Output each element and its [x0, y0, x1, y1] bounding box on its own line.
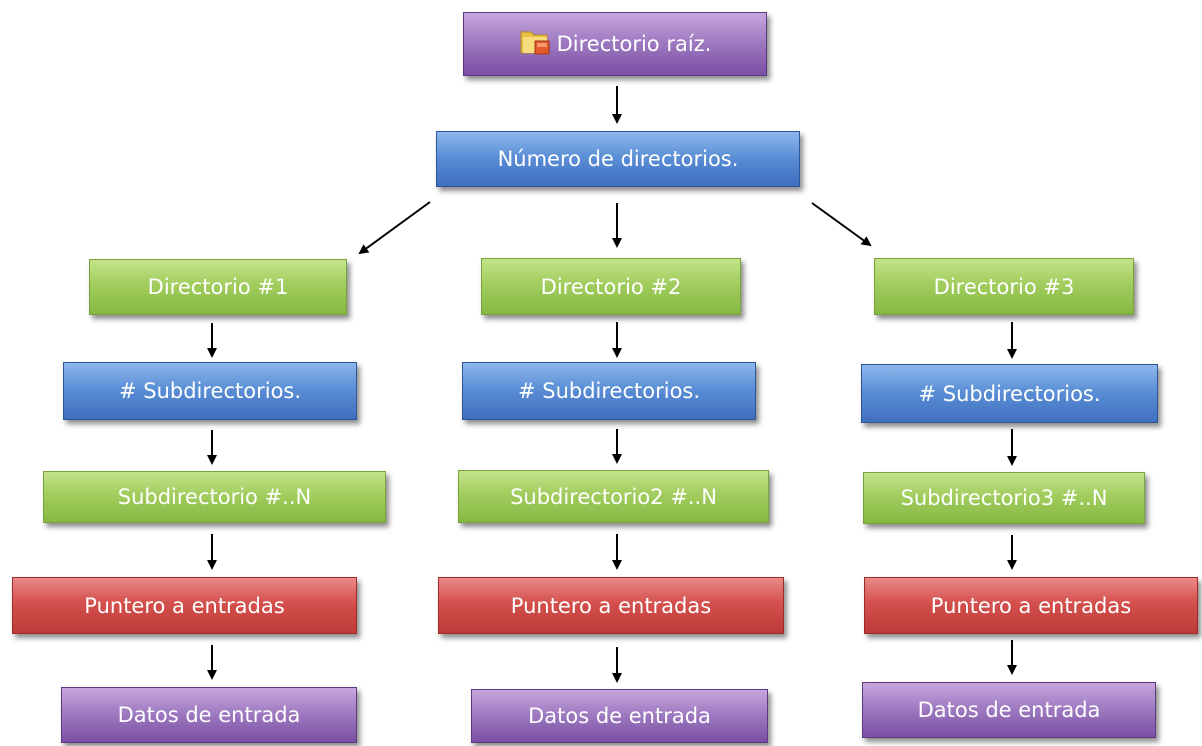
directory-label-1: Directorio #1 [147, 275, 289, 299]
subdir-count-box-1: # Subdirectorios. [63, 362, 357, 420]
directory-label-3: Directorio #3 [933, 274, 1075, 299]
directory-box-3: Directorio #3 [874, 258, 1134, 315]
data-label-3: Datos de entrada [917, 698, 1101, 722]
subdir-count-box-2: # Subdirectorios. [462, 362, 756, 420]
subdir-count-box-3: # Subdirectorios. [861, 364, 1158, 423]
pointer-box-3: Puntero a entradas [864, 577, 1198, 634]
data-box-1: Datos de entrada [61, 687, 357, 743]
directory-label-2: Directorio #2 [540, 274, 682, 299]
directory-count-label: Número de directorios. [497, 147, 739, 171]
subdirectory-label-3: Subdirectorio3 #..N [900, 486, 1108, 510]
root-directory-label: Directorio raíz. [556, 32, 712, 56]
arrow-count-to-dir-1 [358, 201, 431, 255]
folder-icon [519, 27, 553, 62]
subdir-count-label-2: # Subdirectorios. [517, 379, 701, 403]
root-directory-box: Directorio raíz. [463, 12, 767, 76]
directory-box-1: Directorio #1 [89, 259, 347, 315]
subdir-count-label-1: # Subdirectorios. [118, 379, 302, 403]
pointer-box-1: Puntero a entradas [12, 577, 357, 634]
data-box-2: Datos de entrada [471, 689, 768, 743]
directory-count-box: Número de directorios. [436, 131, 800, 187]
pointer-label-2: Puntero a entradas [510, 593, 712, 618]
pointer-label-3: Puntero a entradas [930, 593, 1132, 618]
subdirectory-box-2: Subdirectorio2 #..N [458, 470, 769, 523]
subdirectory-box-3: Subdirectorio3 #..N [863, 472, 1145, 524]
arrow-count-to-dir-3 [811, 202, 872, 247]
data-box-3: Datos de entrada [862, 682, 1156, 738]
subdirectory-box-1: Subdirectorio #..N [43, 471, 386, 523]
directory-box-2: Directorio #2 [481, 258, 741, 315]
pointer-label-1: Puntero a entradas [84, 593, 285, 618]
data-label-2: Datos de entrada [528, 704, 711, 728]
subdirectory-label-1: Subdirectorio #..N [117, 485, 312, 509]
pointer-box-2: Puntero a entradas [438, 577, 784, 634]
subdirectory-label-2: Subdirectorio2 #..N [510, 484, 717, 509]
subdir-count-label-3: # Subdirectorios. [918, 381, 1101, 406]
data-label-1: Datos de entrada [117, 703, 301, 727]
